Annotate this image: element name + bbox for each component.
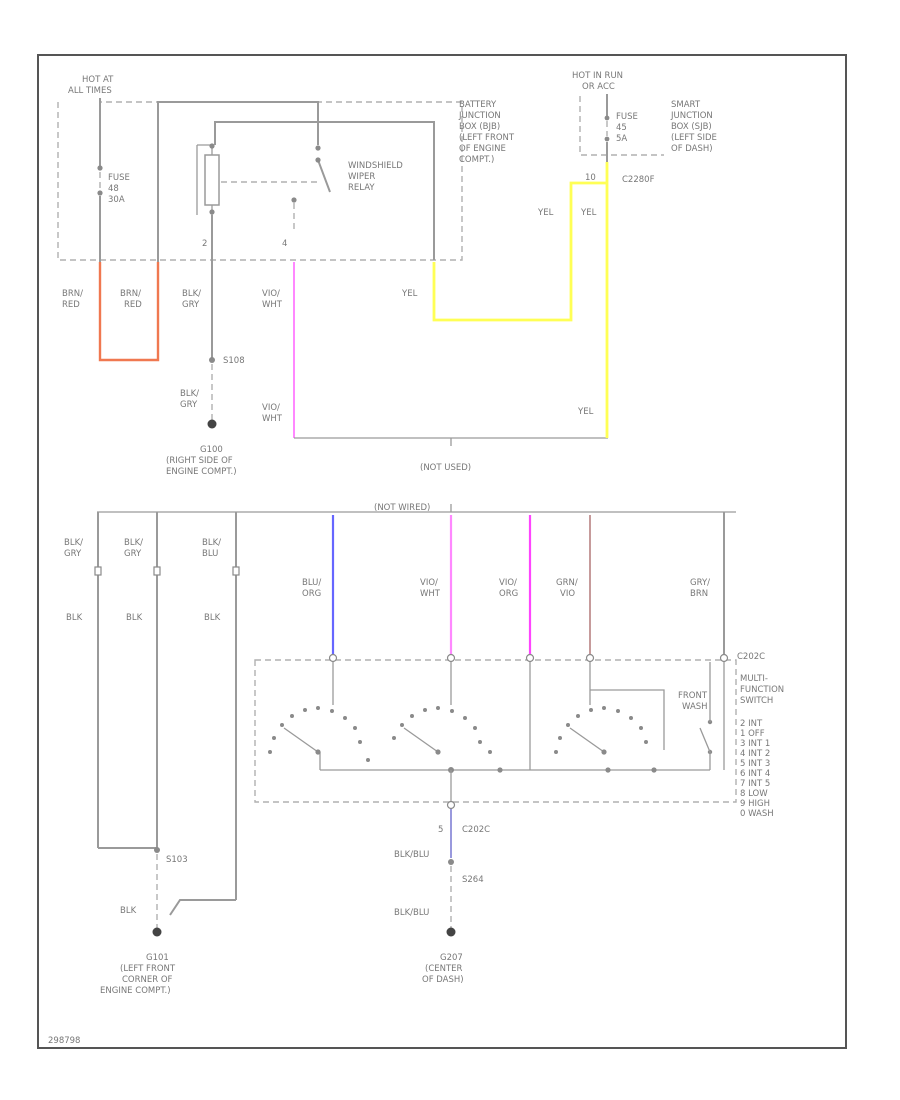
splice-s103 bbox=[154, 847, 160, 853]
front-wash-switch bbox=[699, 662, 713, 770]
blk-label-4: BLK bbox=[120, 906, 137, 916]
blk-blu-join-wire bbox=[169, 899, 236, 916]
yel-label-c: YEL bbox=[401, 289, 418, 299]
brn-red-loop-wire bbox=[98, 262, 160, 362]
rotary-switch-2 bbox=[392, 706, 503, 773]
yel-wire bbox=[432, 162, 609, 438]
switch-pin-gry-brn bbox=[719, 653, 729, 663]
blk-blu-label-2: BLK/BLU bbox=[394, 908, 429, 918]
vio-wht-label-2: VIO/WHT bbox=[262, 403, 283, 424]
splice-s108-label: S108 bbox=[223, 356, 245, 366]
wire-label-blk-gry-a: BLK/GRY bbox=[64, 538, 83, 559]
splice-s103-label: S103 bbox=[166, 855, 188, 865]
yel-label-d: YEL bbox=[577, 407, 594, 417]
switch-pin-vio-wht bbox=[446, 653, 456, 663]
wire-label-blk-gry-b: BLK/GRY bbox=[124, 538, 143, 559]
fuse-48-top-terminal bbox=[97, 165, 103, 171]
wire-label-blk-blu: BLK/BLU bbox=[202, 538, 221, 559]
pin-4-label: 4 bbox=[282, 239, 287, 249]
rotary-switch-1 bbox=[268, 706, 370, 762]
smart-junction-box-outline bbox=[579, 96, 664, 156]
splice-s108 bbox=[209, 357, 215, 363]
brn-red-label-2: BRN/RED bbox=[120, 289, 142, 310]
not-wired-bracket bbox=[97, 504, 736, 513]
not-used-bracket bbox=[294, 437, 608, 446]
connector-pin-1 bbox=[94, 566, 102, 576]
wire-label-gry-brn: GRY/BRN bbox=[690, 578, 710, 599]
blk-label-1: BLK bbox=[66, 613, 83, 623]
wire-label-blu-org: BLU/ORG bbox=[302, 578, 321, 599]
relay-switch-out-terminal bbox=[291, 197, 297, 203]
relay-frame-wire bbox=[196, 144, 212, 215]
splice-s264-label: S264 bbox=[462, 875, 484, 885]
connector-pin-2 bbox=[153, 566, 161, 576]
relay-switch-bottom-terminal bbox=[315, 157, 321, 163]
not-wired-label: (NOT WIRED) bbox=[374, 503, 430, 513]
pin-10-label: 10 bbox=[585, 173, 596, 183]
fuse-45-top-terminal bbox=[604, 115, 610, 121]
switch-lead-4 bbox=[589, 662, 665, 750]
battery-junction-box-outline bbox=[57, 101, 463, 261]
brn-red-label-1: BRN/RED bbox=[62, 289, 83, 310]
connector-pin-3 bbox=[232, 566, 240, 576]
wire-label-vio-wht: VIO/WHT bbox=[420, 578, 441, 599]
blk-label-2: BLK bbox=[126, 613, 143, 623]
connector-c2280f-label: C2280F bbox=[622, 175, 655, 185]
vio-wht-label-1: VIO/WHT bbox=[262, 289, 283, 310]
switch-pin-grn-vio bbox=[585, 653, 595, 663]
ground-g207-symbol bbox=[446, 927, 456, 937]
connector-c202c-label-2: C202C bbox=[462, 825, 490, 835]
relay-top-bus-wire bbox=[214, 121, 435, 260]
splice-s264 bbox=[448, 859, 454, 865]
wire-label-vio-org: VIO/ORG bbox=[499, 578, 518, 599]
connector-c202c-label: C202C bbox=[737, 652, 765, 662]
blk-label-3: BLK bbox=[204, 613, 221, 623]
blk-gry-label-1: BLK/GRY bbox=[182, 289, 201, 310]
yel-label-a: YEL bbox=[537, 208, 554, 218]
connector-c202c-pin-5 bbox=[446, 800, 456, 810]
wire-label-grn-vio: GRN/VIO bbox=[556, 578, 578, 599]
pin-2-label: 2 bbox=[202, 239, 207, 249]
blk-gry-label-2: BLK/GRY bbox=[180, 389, 199, 410]
diagram-code: 298798 bbox=[48, 1036, 80, 1046]
not-used-label: (NOT USED) bbox=[420, 463, 471, 473]
rotary-switch-3 bbox=[554, 706, 657, 773]
switch-pin-blu-org bbox=[328, 653, 338, 663]
fuse-48-bottom-terminal bbox=[97, 190, 103, 196]
multifunction-switch-outline bbox=[254, 659, 737, 803]
relay-coil-top-terminal bbox=[209, 143, 215, 149]
pin-5-label: 5 bbox=[438, 825, 443, 835]
relay-switch-top-terminal bbox=[315, 145, 321, 151]
fuse-45-bottom-terminal bbox=[604, 136, 610, 142]
yel-label-b: YEL bbox=[580, 208, 597, 218]
ground-g100-symbol bbox=[207, 419, 217, 429]
relay-switch-blade bbox=[317, 159, 331, 193]
ground-g101-symbol bbox=[152, 927, 162, 937]
relay-coil-bottom-terminal bbox=[209, 209, 215, 215]
blk-blu-label-1: BLK/BLU bbox=[394, 850, 429, 860]
wiper-relay-coil bbox=[204, 154, 220, 206]
diagram-border bbox=[37, 54, 847, 1049]
switch-pin-vio-org bbox=[525, 653, 535, 663]
switch-common-bus bbox=[319, 752, 710, 771]
brn-red-return-wire bbox=[157, 101, 319, 262]
